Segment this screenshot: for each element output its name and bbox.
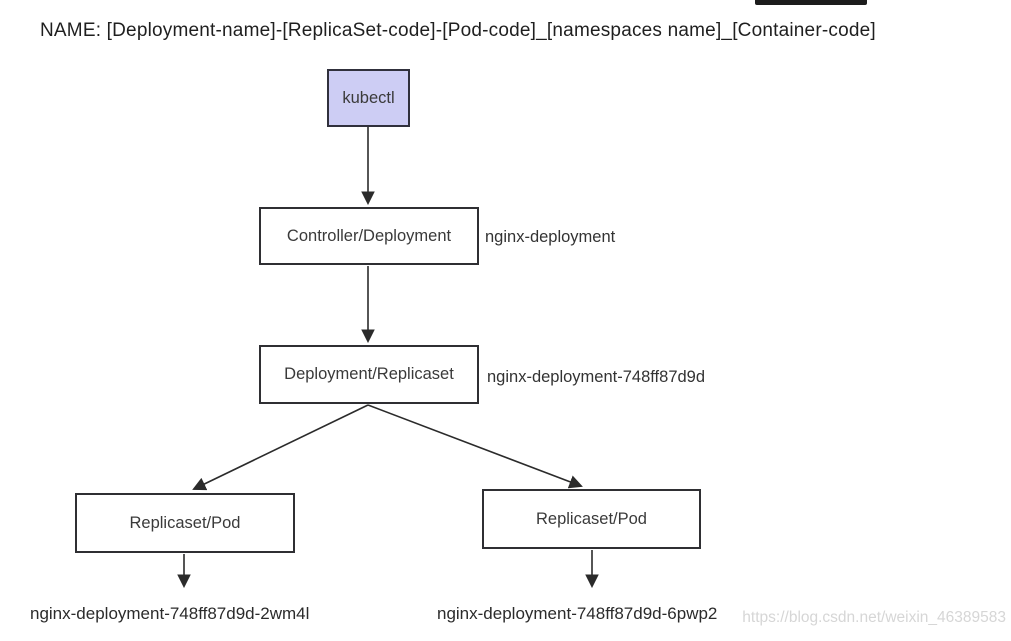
node-kubectl: kubectl xyxy=(327,69,410,127)
cropped-top-bar xyxy=(755,0,867,5)
node-controller-deployment: Controller/Deployment xyxy=(259,207,479,265)
annotation-replicaset-name: nginx-deployment-748ff87d9d xyxy=(487,368,706,386)
node-replicaset-pod-left: Replicaset/Pod xyxy=(75,493,295,553)
csdn-watermark: https://blog.csdn.net/weixin_46389583 xyxy=(742,609,1006,626)
node-deployment-replicaset: Deployment/Replicaset xyxy=(259,345,479,404)
naming-convention-title: NAME: [Deployment-name]-[ReplicaSet-code… xyxy=(40,20,876,41)
node-replicaset-pod-right: Replicaset/Pod xyxy=(482,489,701,549)
annotation-deployment-name: nginx-deployment xyxy=(485,228,616,246)
annotation-pod-name-left: nginx-deployment-748ff87d9d-2wm4l xyxy=(30,604,310,623)
arrow-replicaset-to-pod-right xyxy=(367,404,583,489)
annotation-pod-name-right: nginx-deployment-748ff87d9d-6pwp2 xyxy=(437,604,718,623)
arrow-replicaset-to-pod-left xyxy=(192,404,369,491)
